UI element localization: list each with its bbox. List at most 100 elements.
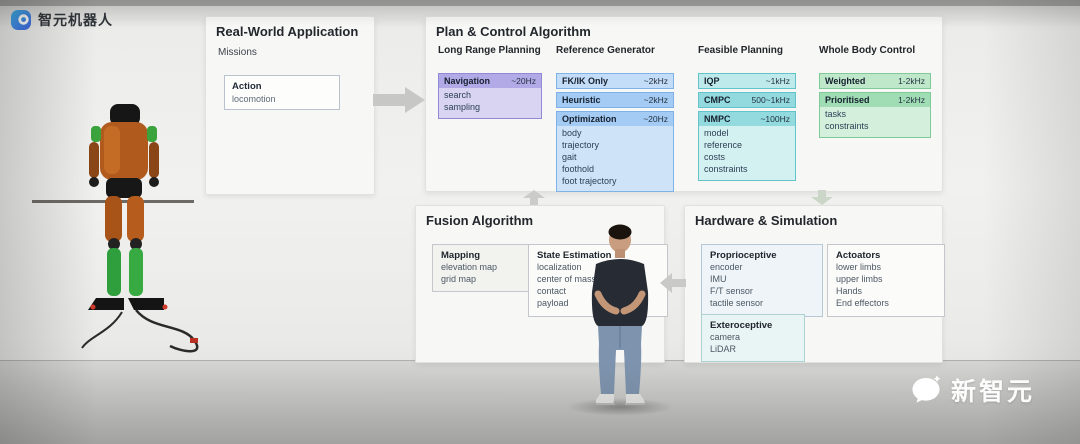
block-item: search	[444, 90, 472, 100]
block-item: model	[704, 128, 729, 138]
box-label: Mapping	[441, 250, 481, 261]
watermark: 新智元	[910, 372, 1035, 408]
block-label: Optimization	[562, 114, 617, 124]
box-item: center of mass	[537, 274, 597, 285]
arrow-hardware-to-fusion	[660, 273, 686, 293]
box-label: Actoators	[836, 250, 881, 261]
block-item: trajectory	[562, 139, 600, 150]
missions-label: Missions	[218, 47, 257, 58]
box-item: LiDAR	[710, 344, 737, 355]
block-rate: ~2kHz	[643, 76, 668, 86]
block-item: foot trajectory	[562, 175, 617, 186]
block-label: Heuristic	[562, 95, 601, 105]
column-heading: Reference Generator	[556, 45, 655, 56]
column-feasible-planning: Feasible Planning IQP ~1kHz CMPC 500~1kH…	[698, 45, 796, 184]
box-item: Hands	[836, 286, 863, 297]
column-heading: Feasible Planning	[698, 45, 784, 56]
box-item: End effectors	[836, 298, 889, 309]
block-cmpc: CMPC 500~1kHz	[698, 92, 796, 108]
box-label: Proprioceptive	[710, 250, 777, 261]
block-rate: ~20Hz	[643, 114, 668, 124]
panel-title: Hardware & Simulation	[695, 213, 838, 228]
block-body: body trajectory gait foothold foot traje…	[557, 126, 673, 192]
column-heading: Whole Body Control	[819, 45, 916, 56]
block-header: Weighted 1-2kHz	[820, 74, 930, 88]
block-item: gait	[562, 151, 577, 162]
block-header: IQP ~1kHz	[699, 74, 795, 88]
action-item: locomotion	[232, 94, 276, 104]
block-item: body	[562, 128, 582, 138]
brand-name: 智元机器人	[38, 12, 113, 28]
column-reference-generator: Reference Generator FK/IK Only ~2kHz Heu…	[556, 45, 674, 195]
screen-top-edge	[0, 0, 1080, 6]
agibot-logo-icon	[11, 10, 31, 30]
block-heuristic: Heuristic ~2kHz	[556, 92, 674, 108]
column-heading: Long Range Planning	[438, 45, 541, 56]
panel-real-world-application: Real-World Application Missions Action l…	[205, 16, 375, 195]
panel-title: Plan & Control Algorithm	[436, 24, 591, 39]
column-whole-body-control: Whole Body Control Weighted 1-2kHz Prior…	[819, 45, 931, 141]
block-rate: 500~1kHz	[751, 95, 790, 105]
block-item: foothold	[562, 163, 595, 174]
block-header: Optimization ~20Hz	[557, 112, 673, 126]
block-body: model reference costs constraints	[699, 126, 795, 180]
box-label: Exteroceptive	[710, 320, 773, 331]
robot-figure	[32, 104, 199, 353]
box-item: payload	[537, 298, 569, 309]
block-navigation: Navigation ~20Hz search sampling	[438, 73, 542, 119]
box-item: localization	[537, 262, 582, 272]
block-rate: ~2kHz	[643, 95, 668, 105]
box-item: IMU	[710, 274, 727, 285]
block-label: IQP	[704, 76, 720, 86]
column-long-range-planning: Long Range Planning Navigation ~20Hz sea…	[438, 45, 542, 122]
exteroceptive-box: Exteroceptive camera LiDAR	[701, 314, 805, 363]
block-rate: 1-2kHz	[898, 76, 925, 86]
block-item: reference	[704, 139, 743, 150]
block-fkik-only: FK/IK Only ~2kHz	[556, 73, 674, 89]
block-label: CMPC	[704, 95, 731, 105]
block-header: CMPC 500~1kHz	[699, 93, 795, 107]
block-rate: ~100Hz	[760, 114, 790, 124]
proprioceptive-box: Proprioceptive encoder IMU F/T sensor ta…	[701, 244, 823, 317]
block-header: Prioritised 1-2kHz	[820, 93, 930, 107]
block-nmpc: NMPC ~100Hz model reference costs constr…	[698, 111, 796, 181]
block-header: FK/IK Only ~2kHz	[557, 74, 673, 88]
brand-logo: 智元机器人	[10, 9, 113, 31]
block-label: NMPC	[704, 114, 731, 124]
presenter	[591, 224, 649, 405]
block-rate: 1-2kHz	[898, 95, 925, 105]
block-item: costs	[704, 151, 726, 162]
block-label: Weighted	[825, 76, 866, 86]
box-item: grid map	[441, 274, 477, 285]
block-item: constraints	[825, 120, 869, 131]
actuators-box: Actoators lower limbs upper limbs Hands …	[827, 244, 945, 317]
panel-hardware-simulation: Hardware & Simulation Proprioceptive enc…	[684, 205, 945, 363]
block-weighted: Weighted 1-2kHz	[819, 73, 931, 89]
arrow-plan-to-hardware	[811, 190, 833, 205]
box-item: camera	[710, 332, 741, 342]
box-item: encoder	[710, 262, 743, 272]
arrow-application-to-plan	[373, 87, 425, 113]
block-header: Navigation ~20Hz	[439, 74, 541, 88]
block-header: NMPC ~100Hz	[699, 112, 795, 126]
box-item: contact	[537, 286, 567, 297]
block-body: search sampling	[439, 88, 541, 118]
watermark-text: 新智元	[951, 378, 1036, 406]
block-item: constraints	[704, 163, 748, 174]
action-title: Action	[232, 81, 262, 92]
block-item: sampling	[444, 101, 481, 112]
mapping-box: Mapping elevation map grid map	[432, 244, 536, 293]
block-rate: ~20Hz	[511, 76, 536, 86]
xinzhiyuan-logo-icon	[912, 375, 941, 403]
block-header: Heuristic ~2kHz	[557, 93, 673, 107]
block-rate: ~1kHz	[765, 76, 790, 86]
stage-floor	[0, 360, 1080, 444]
block-optimization: Optimization ~20Hz body trajectory gait …	[556, 111, 674, 193]
block-label: Prioritised	[825, 95, 870, 105]
block-item: tasks	[825, 109, 847, 119]
block-iqp: IQP ~1kHz	[698, 73, 796, 89]
box-label: State Estimation	[537, 250, 612, 261]
presenter-shadow	[566, 398, 674, 416]
panel-title: Fusion Algorithm	[426, 213, 534, 228]
